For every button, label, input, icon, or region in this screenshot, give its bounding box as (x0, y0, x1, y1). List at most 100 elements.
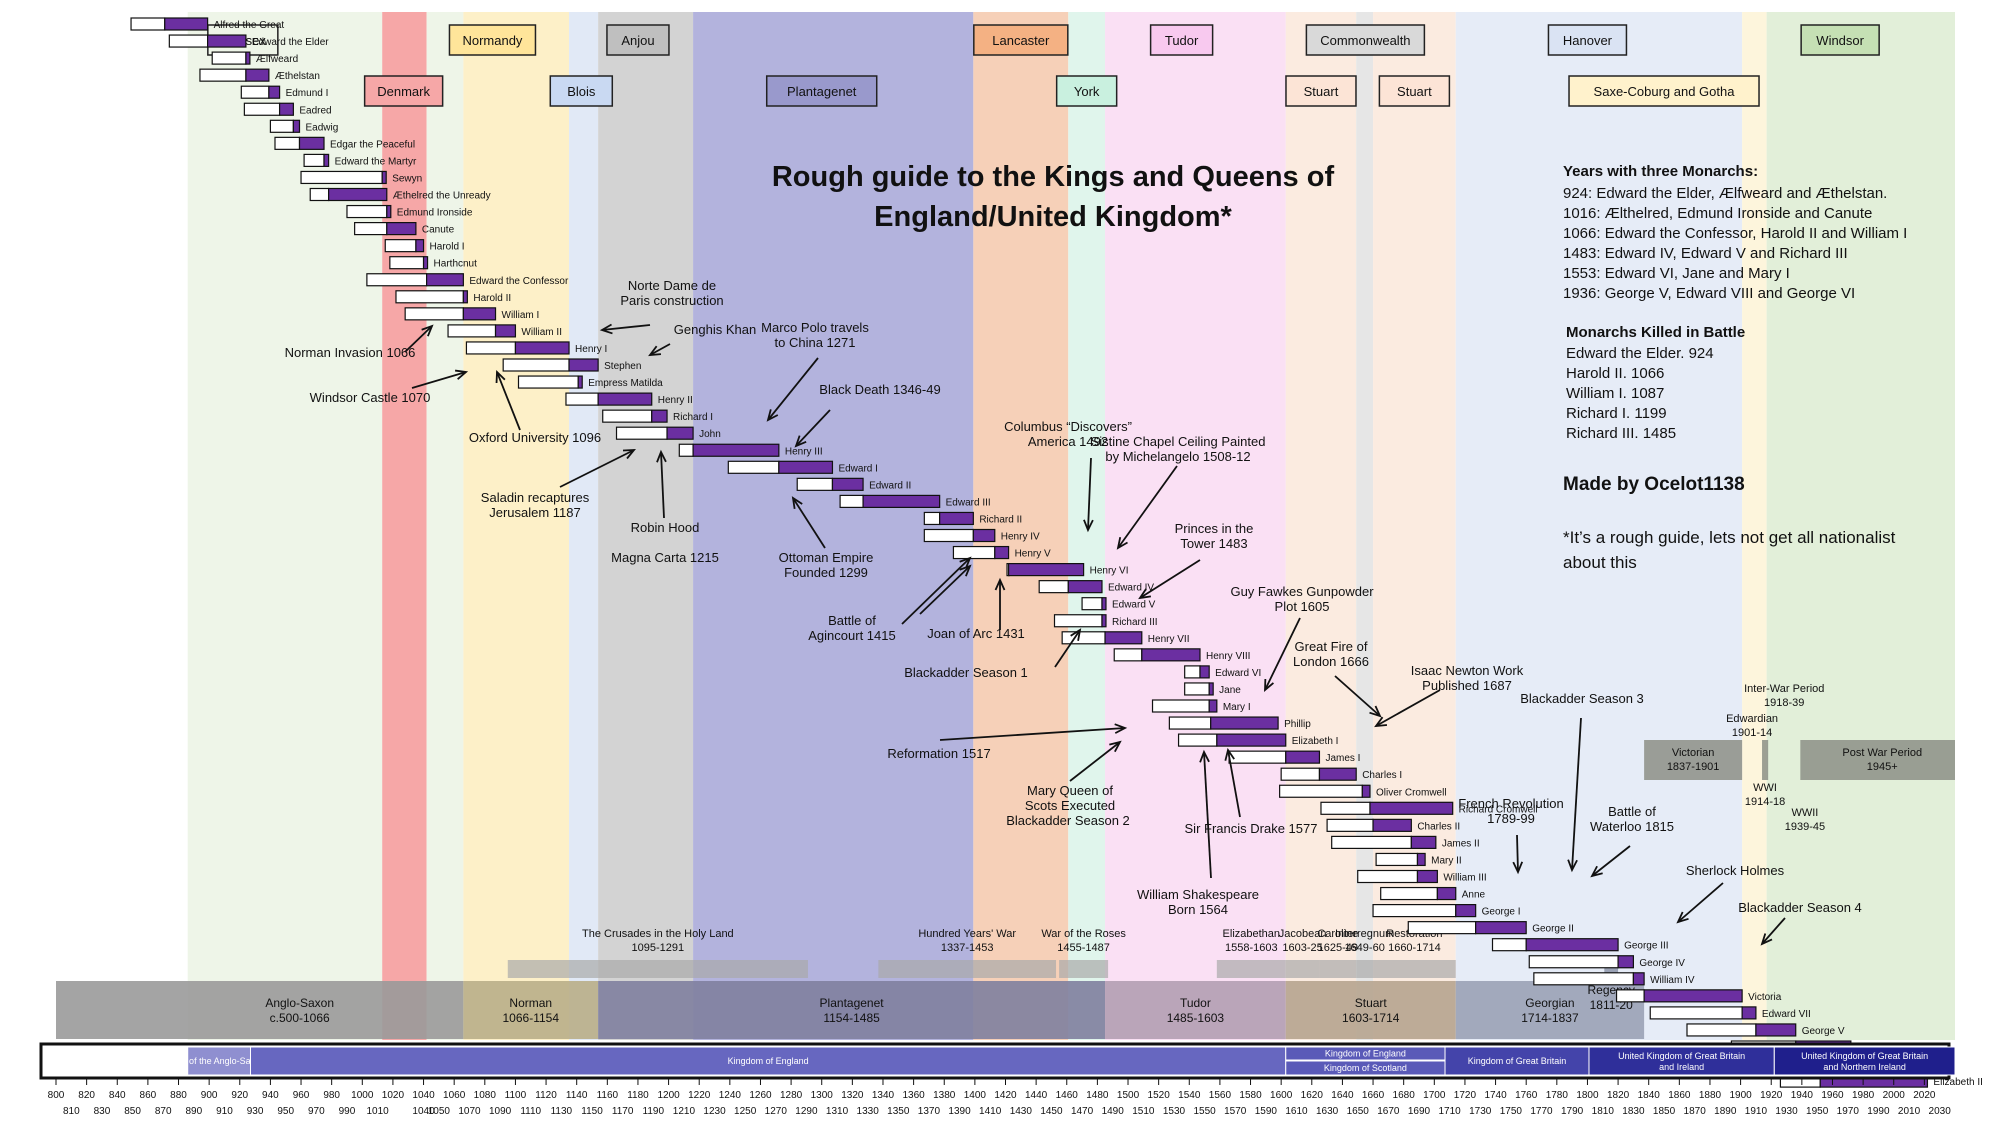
house-label-12: Stuart (1397, 84, 1432, 99)
monarch-label-54: George III (1624, 941, 1668, 952)
monarch-reign-36 (1104, 631, 1143, 645)
monarch-label-14: Harthcnut (434, 259, 478, 270)
tick-label-top-45: 1700 (1423, 1090, 1446, 1101)
tick-label-bottom-34: 1490 (1102, 1106, 1125, 1117)
monarch-life-31 (952, 545, 996, 560)
monarch-label-50: William III (1443, 873, 1486, 884)
monarch-life-56 (1533, 972, 1634, 986)
annotation-arrow-12 (1117, 465, 1178, 549)
three-monarchs-item: 1066: Edward the Confessor, Harold II an… (1563, 225, 1907, 242)
monarch-label-1: Edward the Elder (252, 37, 329, 48)
sub-era-bar-2 (1059, 960, 1109, 978)
tick-label-top-4: 880 (170, 1090, 187, 1101)
annotation-arrowhead-1 (648, 345, 662, 357)
monarch-reign-45 (1361, 784, 1371, 798)
tick-label-top-49: 1780 (1546, 1090, 1569, 1101)
monarch-reign-5 (278, 102, 294, 116)
monarch-life-14 (389, 256, 425, 270)
annotation-arrow-0 (601, 324, 651, 331)
annotation-arrowhead-23 (1224, 747, 1235, 761)
house-label-box-14 (1568, 75, 1760, 107)
tick-label-top-13: 1060 (443, 1090, 466, 1101)
tick-label-bottom-40: 1610 (1285, 1106, 1308, 1117)
tick-label-bottom-15: 1110 (520, 1106, 541, 1117)
annotation-arrowhead-22 (1109, 740, 1122, 753)
house-label-box-6 (765, 75, 878, 107)
annotation-arrowhead-8 (656, 449, 667, 463)
kingdom-label-4: Kingdom of Great Britain (1468, 1056, 1567, 1066)
monarch-life-36 (1061, 631, 1106, 645)
monarch-reign-27 (831, 477, 864, 491)
monarch-reign-40 (1208, 699, 1218, 713)
tick-label-bottom-41: 1630 (1316, 1106, 1339, 1117)
monarch-label-13: Harold I (430, 242, 465, 253)
house-label-box-10 (1285, 75, 1357, 107)
annotation-arrow-2 (767, 357, 819, 421)
tick-label-bottom-5: 910 (216, 1106, 233, 1117)
tick-label-bottom-20: 1210 (673, 1106, 696, 1117)
monarch-label-25: Henry III (785, 446, 823, 457)
monarch-reign-6 (292, 119, 301, 133)
tick-label-bottom-18: 1170 (612, 1106, 634, 1117)
tick-label-top-7: 940 (262, 1090, 279, 1101)
house-label-box-8 (1055, 75, 1118, 107)
monarch-life-48 (1331, 835, 1412, 850)
annotation-arrowhead-4 (454, 369, 469, 380)
tick-label-top-18: 1160 (597, 1090, 619, 1101)
monarch-label-39: Jane (1219, 685, 1241, 696)
monarch-reign-1 (207, 34, 247, 48)
monarch-life-44 (1280, 767, 1321, 781)
monarch-life-49 (1375, 852, 1419, 867)
monarch-reign-49 (1416, 852, 1426, 867)
monarch-reign-11 (386, 204, 392, 219)
annotation-arrow-18 (1334, 675, 1381, 717)
tick-label-bottom-11: 1040 (412, 1106, 435, 1117)
monarch-label-23: Richard I (673, 412, 713, 423)
tick-label-top-23: 1260 (749, 1090, 772, 1101)
monarch-life-50 (1357, 869, 1419, 884)
annotation-arrowhead-10 (959, 564, 972, 577)
monarch-label-17: William I (502, 310, 540, 321)
tick-label-top-5: 900 (201, 1090, 218, 1101)
house-label-box-13 (1547, 24, 1628, 56)
monarch-life-57 (1615, 989, 1645, 1003)
monarch-life-37 (1113, 648, 1143, 662)
tick-label-top-14: 1080 (474, 1090, 497, 1101)
monarch-reign-32 (1007, 562, 1085, 577)
monarch-life-16 (395, 290, 464, 304)
monarch-reign-56 (1632, 972, 1645, 986)
monarch-reign-38 (1199, 665, 1210, 679)
kingdom-bar-1 (249, 1046, 1287, 1076)
tick-label-bottom-26: 1330 (857, 1106, 880, 1117)
tick-label-bottom-43: 1670 (1377, 1106, 1400, 1117)
tick-label-bottom-4: 890 (185, 1106, 202, 1117)
killed-heading: Monarchs Killed in Battle (1566, 324, 1745, 341)
annotation-arrowhead-18 (1369, 705, 1382, 718)
annotation-arrowhead-14 (959, 556, 972, 569)
tick-label-bottom-46: 1730 (1469, 1106, 1492, 1117)
monarch-reign-30 (972, 528, 996, 543)
tick-label-top-38: 1560 (1209, 1090, 1232, 1101)
monarch-reign-59 (1755, 1023, 1797, 1037)
tick-label-bottom-29: 1390 (948, 1106, 971, 1117)
tick-label-top-59: 1980 (1852, 1090, 1875, 1101)
modern-era-bar-0 (1644, 740, 1743, 780)
monarch-life-54 (1491, 938, 1527, 952)
annotation-arrow-13 (1139, 559, 1201, 599)
tick-label-top-8: 960 (293, 1090, 310, 1101)
annotation-11: Columbus “Discovers”America 1492 (1004, 419, 1132, 449)
monarch-label-33: Edward IV (1108, 583, 1154, 594)
annotation-arrow-1 (649, 343, 671, 356)
